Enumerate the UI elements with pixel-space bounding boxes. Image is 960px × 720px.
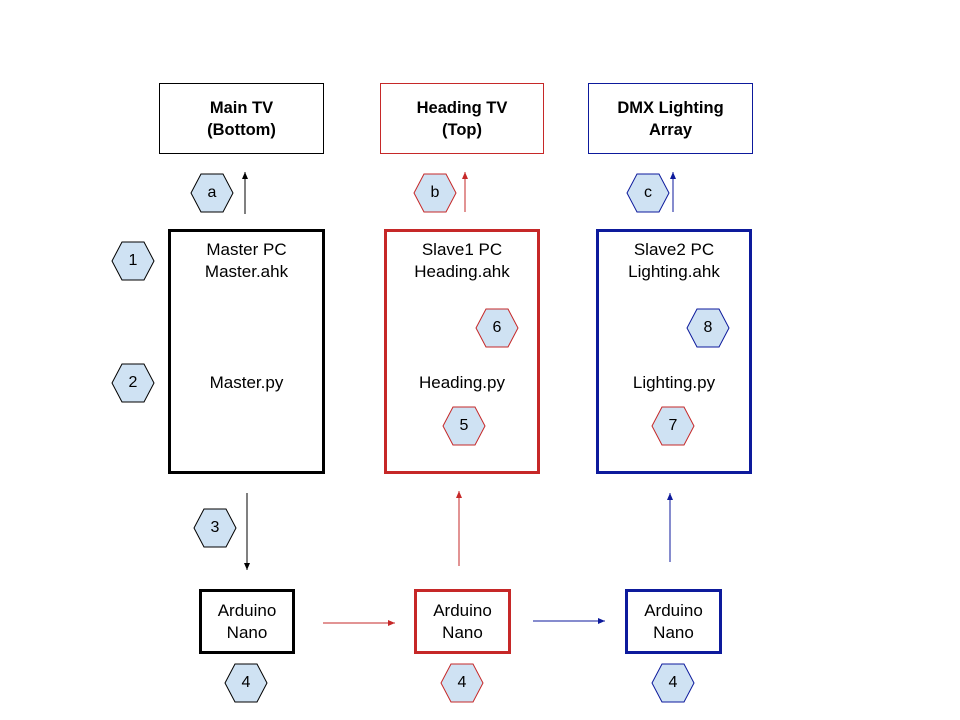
slave1-pc-label: Slave1 PC Heading.ahk xyxy=(414,240,510,281)
master-py-label: Master.py xyxy=(209,373,284,392)
heading-tv-label: Heading TV (Top) xyxy=(416,98,508,139)
badge-b-label: b xyxy=(430,184,440,201)
master-pc-label: Master PC Master.ahk xyxy=(204,240,289,281)
hexagon-4-middle-icon: 4 xyxy=(440,663,484,703)
badge-7-label: 7 xyxy=(668,417,678,434)
badge-3-label: 3 xyxy=(210,519,220,536)
hexagon-c-icon: c xyxy=(626,173,670,213)
hexagon-6-icon: 6 xyxy=(475,308,519,348)
badge-6-label: 6 xyxy=(492,319,502,336)
hexagon-4-left-icon: 4 xyxy=(224,663,268,703)
heading-tv-box: Heading TV (Top) xyxy=(380,83,544,154)
hexagon-8-icon: 8 xyxy=(686,308,730,348)
hexagon-a-icon: a xyxy=(190,173,234,213)
arduino-middle-label: Arduino Nano xyxy=(433,601,492,642)
slave2-py-label: Lighting.py xyxy=(632,373,716,392)
hexagon-5-icon: 5 xyxy=(442,406,486,446)
arduino-right-box xyxy=(625,589,722,654)
hexagon-b-icon: b xyxy=(413,173,457,213)
arduino-left-label: Arduino Nano xyxy=(217,601,277,642)
badge-8-label: 8 xyxy=(703,319,713,336)
badge-4-middle-label: 4 xyxy=(457,674,467,691)
badge-1-label: 1 xyxy=(128,252,138,269)
main-tv-box: Main TV (Bottom) xyxy=(159,83,324,154)
hexagon-3-icon: 3 xyxy=(193,508,237,548)
badge-4-right-label: 4 xyxy=(668,674,678,691)
badge-5-label: 5 xyxy=(459,417,469,434)
badge-2-label: 2 xyxy=(128,374,138,391)
hexagon-7-icon: 7 xyxy=(651,406,695,446)
hexagon-1-icon: 1 xyxy=(111,241,155,281)
hexagon-2-icon: 2 xyxy=(111,363,155,403)
hexagon-4-right-icon: 4 xyxy=(651,663,695,703)
dmx-label: DMX Lighting Array xyxy=(617,98,724,139)
badge-4-left-label: 4 xyxy=(241,674,251,691)
badge-c-label: c xyxy=(644,184,652,201)
badge-a-label: a xyxy=(207,184,217,201)
master-pc-box xyxy=(168,229,325,474)
arduino-right-label: Arduino Nano xyxy=(644,601,703,642)
slave1-py-label: Heading.py xyxy=(418,373,505,392)
dmx-box: DMX Lighting Array xyxy=(588,83,753,154)
main-tv-label: Main TV (Bottom) xyxy=(207,98,276,139)
arduino-middle-box xyxy=(414,589,511,654)
arduino-left-box xyxy=(199,589,295,654)
slave2-pc-label: Slave2 PC Lighting.ahk xyxy=(628,240,720,281)
